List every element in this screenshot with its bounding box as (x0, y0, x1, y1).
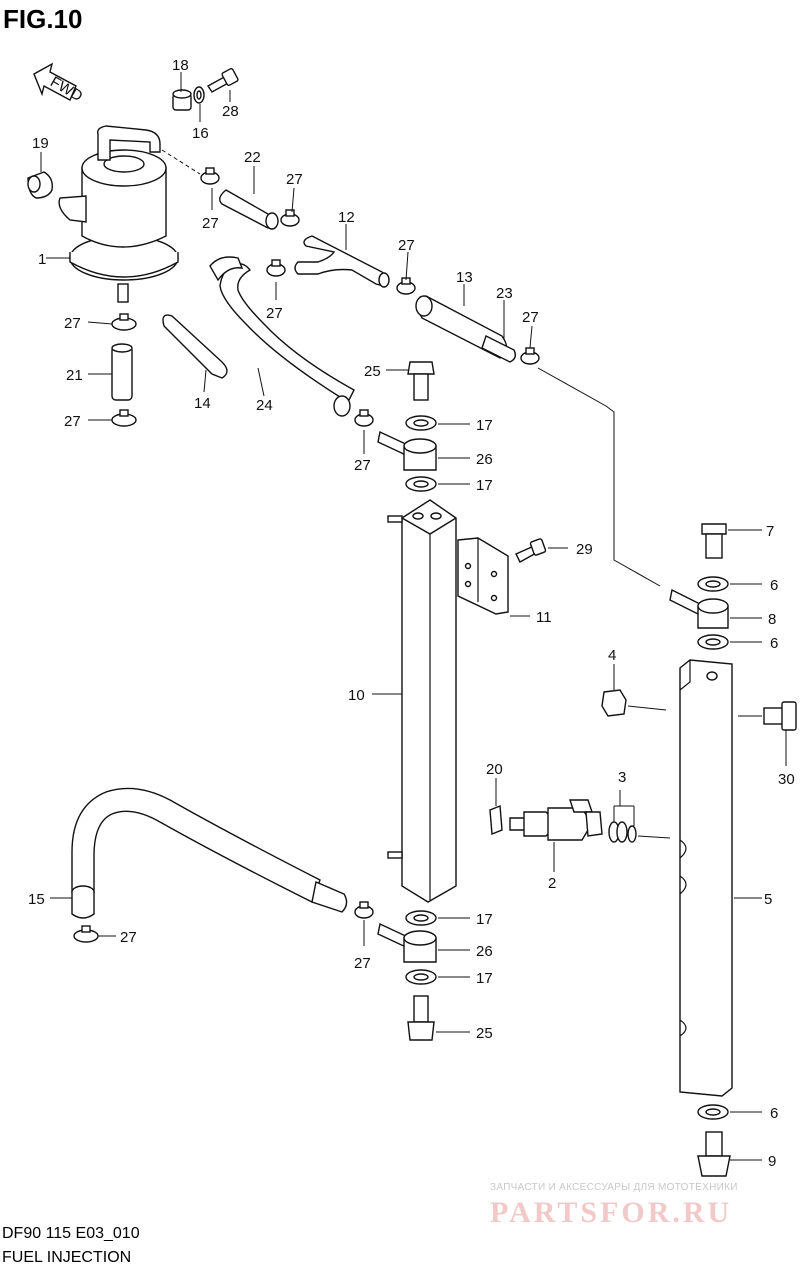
callout-13: 13 (456, 269, 473, 286)
callout-26-a: 26 (476, 451, 493, 468)
callout-12: 12 (338, 209, 355, 226)
leader-lines (40, 72, 787, 1161)
callout-27-i: 27 (120, 929, 137, 946)
damper-13 (415, 295, 517, 363)
bracket-11 (457, 537, 509, 615)
delivery-pipe-5 (679, 659, 733, 1097)
callout-3: 3 (618, 769, 626, 786)
banjo-bolt-7 (701, 523, 727, 559)
callout-23: 23 (496, 285, 513, 302)
washer-17-a (405, 415, 437, 431)
callout-7: 7 (766, 523, 774, 540)
callout-27-h: 27 (354, 457, 371, 474)
injector-2 (509, 799, 603, 841)
callout-10: 10 (348, 687, 365, 704)
cushion-20 (489, 804, 503, 836)
callout-8: 8 (768, 611, 776, 628)
figure-title: FIG.10 (3, 4, 82, 34)
callout-30: 30 (778, 771, 795, 788)
callout-15: 15 (28, 891, 45, 908)
banjo-fitting-26-lower (377, 922, 437, 963)
callout-2: 2 (548, 875, 556, 892)
model-code: DF90 115 E03_010 (2, 1225, 140, 1242)
callout-9: 9 (768, 1153, 776, 1170)
callout-4: 4 (608, 647, 616, 664)
callout-labels: 1 2 3 4 5 6 6 6 7 8 9 10 11 12 13 14 15 … (28, 57, 795, 1170)
callout-11: 11 (536, 609, 552, 626)
callout-25-a: 25 (364, 363, 381, 380)
o-ring-3 (608, 821, 637, 843)
callout-17-d: 17 (476, 970, 493, 987)
callout-27-d: 27 (266, 305, 283, 322)
washer-16 (193, 86, 205, 104)
banjo-fitting-26-upper (377, 430, 437, 471)
watermark-logo: PARTSFOR.RU (490, 1196, 732, 1229)
callout-20: 20 (486, 761, 503, 778)
callout-17-b: 17 (476, 477, 493, 494)
callout-29: 29 (576, 541, 593, 558)
grommet-19 (27, 171, 54, 199)
callout-22: 22 (244, 149, 261, 166)
hose-14 (162, 314, 228, 379)
callout-6-b: 6 (770, 635, 778, 652)
washer-6-c (697, 1104, 729, 1120)
callout-14: 14 (194, 395, 211, 412)
hose-24 (209, 256, 355, 417)
callout-19: 19 (32, 135, 49, 152)
washer-17-b (405, 476, 437, 492)
callout-27-e: 27 (522, 309, 539, 326)
callout-17-a: 17 (476, 417, 493, 434)
callout-18: 18 (172, 57, 189, 74)
washer-6-a (697, 576, 729, 592)
callout-1: 1 (38, 251, 46, 268)
fwd-label: FWD (47, 73, 85, 105)
callout-26-b: 26 (476, 943, 493, 960)
callout-21: 21 (66, 367, 83, 384)
washer-6-b (697, 634, 729, 650)
fuel-filter-assembly (58, 125, 201, 303)
callout-28: 28 (222, 103, 239, 120)
callout-27-b: 27 (202, 215, 219, 232)
washer-17-c (405, 910, 437, 926)
callout-27-a: 27 (286, 171, 303, 188)
plug-bolt-9 (697, 1131, 731, 1177)
section-name: FUEL INJECTION (2, 1249, 131, 1266)
banjo-bolt-25-lower (407, 995, 435, 1041)
joint-12 (294, 235, 390, 288)
callout-27-f: 27 (64, 315, 81, 332)
bolt-29 (515, 538, 547, 563)
clamp-icon (73, 167, 540, 943)
hose-15 (71, 787, 348, 919)
cushion-4 (601, 689, 627, 717)
callout-17-c: 17 (476, 911, 493, 928)
hose-22 (219, 189, 279, 230)
callout-27-j: 27 (354, 955, 371, 972)
banjo-bolt-25-upper (407, 361, 435, 401)
callout-6-a: 6 (770, 577, 778, 594)
rail-10 (387, 499, 457, 903)
hose-21 (111, 343, 133, 401)
banjo-fitting-8 (669, 588, 729, 629)
fwd-arrow-icon: FWD (33, 62, 86, 105)
callout-27-g: 27 (64, 413, 81, 430)
callout-24: 24 (256, 397, 273, 414)
callout-16: 16 (192, 125, 209, 142)
callout-25-b: 25 (476, 1025, 493, 1042)
callout-5: 5 (764, 891, 772, 908)
watermark-tagline: ЗАПЧАСТИ И АКСЕССУАРЫ ДЛЯ МОТОТЕХНИКИ (490, 1182, 738, 1193)
callout-27-c: 27 (398, 237, 415, 254)
washer-17-d (405, 969, 437, 985)
bolt-30 (763, 701, 797, 731)
callout-6-c: 6 (770, 1105, 778, 1122)
collar-18 (172, 89, 192, 111)
bolt-28 (206, 68, 239, 93)
